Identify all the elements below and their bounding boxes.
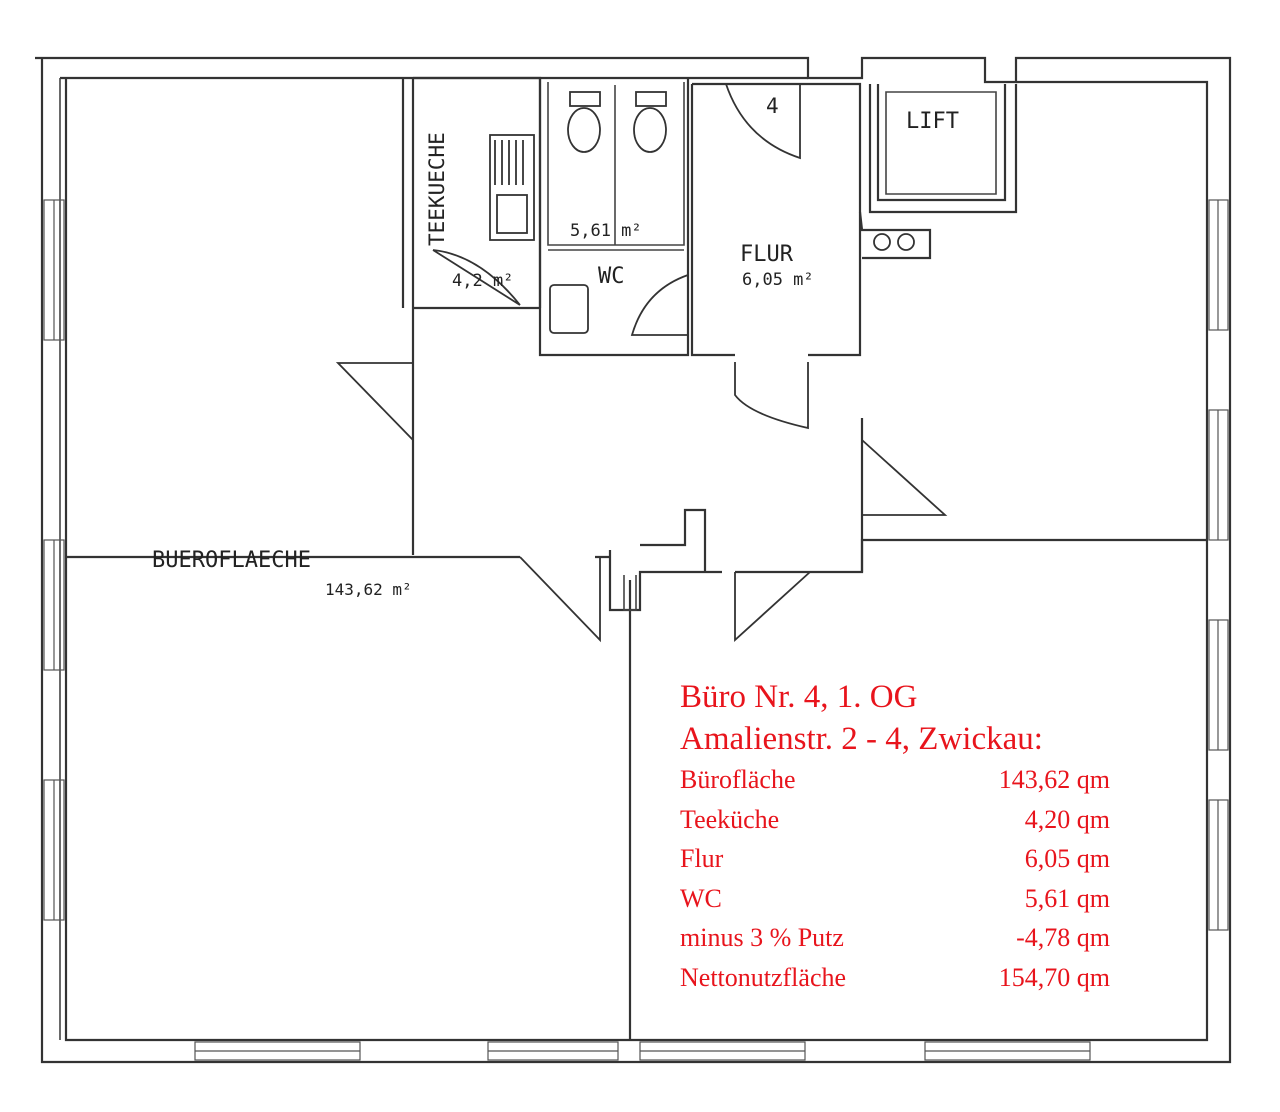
legend-row-value: -4,78 qm [1016, 923, 1110, 952]
legend-title-line2: Amalienstr. 2 - 4, Zwickau: [680, 721, 1043, 757]
doors [335, 83, 948, 643]
legend-row: WC 5,61 qm [680, 879, 1110, 919]
legend-row-label: Flur [680, 844, 724, 873]
legend-row-label: Nettonutzfläche [680, 962, 847, 992]
flur-area: 6,05 m² [742, 270, 814, 290]
teekueche-label: TEEKUECHE [425, 132, 449, 246]
interior-walls [66, 76, 1207, 1040]
bueroflaeche-label: BUEROFLAECHE [152, 548, 311, 573]
stove-burner-icon [873, 233, 891, 251]
legend-row: Nettonutzfläche 154,70 qm [680, 958, 1110, 998]
wc-label: WC [598, 264, 625, 289]
kitchen-counter-icon [489, 134, 535, 241]
legend-row: Flur 6,05 qm [680, 839, 1110, 879]
lift-label: LIFT [906, 109, 959, 134]
legend-row-value: 6,05 qm [1024, 844, 1110, 873]
legend-row-label: Bürofläche [680, 765, 796, 794]
teekueche-area: 4,2 m² [452, 271, 513, 291]
area-legend: Büro Nr. 4, 1. OG Amalienstr. 2 - 4, Zwi… [680, 676, 1110, 997]
legend-row-label: WC [680, 883, 722, 913]
legend-row: Teeküche 4,20 qm [680, 800, 1110, 840]
legend-row-label: minus 3 % Putz [680, 923, 844, 952]
sink-icon [549, 284, 589, 334]
fixtures [489, 91, 915, 334]
bueroflaeche-area: 143,62 m² [325, 580, 412, 599]
legend-row: minus 3 % Putz -4,78 qm [680, 918, 1110, 958]
flur-label: FLUR [740, 242, 794, 267]
legend-title-line1: Büro Nr. 4, 1. OG [680, 679, 918, 715]
room-number: 4 [766, 94, 779, 118]
legend-row-value: 5,61 qm [1024, 883, 1110, 913]
legend-row-value: 4,20 qm [1024, 804, 1110, 834]
windows [43, 199, 1229, 1061]
wc-area: 5,61 m² [570, 221, 642, 241]
toilet-icon [567, 107, 601, 153]
stove-burner-icon [897, 233, 915, 251]
plan-labels: TEEKUECHE 4,2 m² 5,61 m² WC FLUR 6,05 m²… [152, 94, 959, 599]
legend-row-value: 143,62 qm [998, 765, 1110, 794]
legend-row-value: 154,70 qm [998, 962, 1110, 992]
legend-row: Bürofläche 143,62 qm [680, 760, 1110, 800]
toilet-icon [633, 107, 667, 153]
legend-row-label: Teeküche [680, 804, 780, 834]
